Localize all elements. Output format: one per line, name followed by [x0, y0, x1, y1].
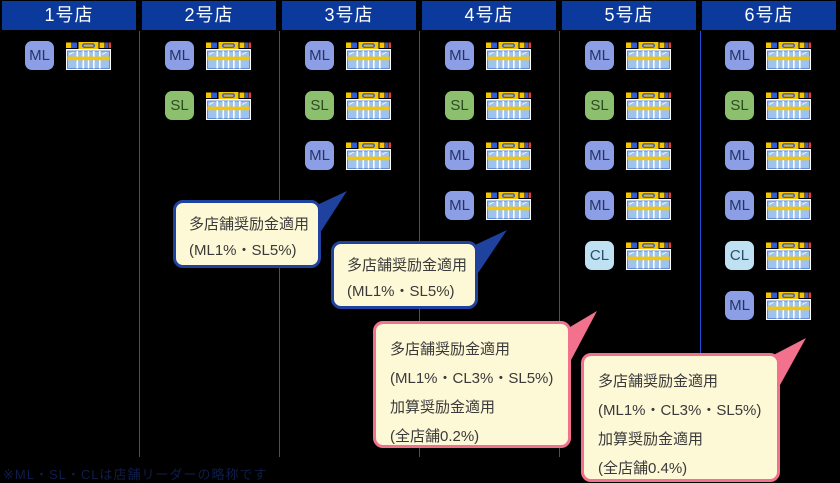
- callout-line: (ML1%・CL3%・SL5%): [390, 370, 554, 387]
- store-row: ML: [560, 191, 700, 220]
- leader-badge-ml: ML: [305, 41, 334, 70]
- store-icon: [626, 191, 671, 220]
- store-icon: [626, 41, 671, 70]
- store-list-3: ML SL: [280, 41, 420, 191]
- store-row: SL: [700, 91, 840, 120]
- leader-badge-ml: ML: [725, 141, 754, 170]
- store-list-6: ML SL: [700, 41, 840, 341]
- store-row: ML: [560, 141, 700, 170]
- store-row: CL: [560, 241, 700, 270]
- store-row: ML: [700, 191, 840, 220]
- store-row: ML: [700, 291, 840, 320]
- store-row: ML: [700, 141, 840, 170]
- callout-line: (ML1%・SL5%): [347, 283, 455, 300]
- leader-badge-ml: ML: [445, 41, 474, 70]
- column-header-store-3: 3号店: [282, 1, 416, 30]
- leader-badge-ml: ML: [445, 141, 474, 170]
- leader-badge-ml: ML: [305, 141, 334, 170]
- store-icon: [486, 141, 531, 170]
- footnote: ※ML・SL・CLは店舗リーダーの略称です: [3, 467, 268, 482]
- store-row: ML: [560, 41, 700, 70]
- callout-line: 多店舗奨励金適用: [347, 257, 468, 274]
- column-separator: [700, 31, 701, 457]
- store-icon: [206, 91, 251, 120]
- store-list-4: ML SL: [420, 41, 560, 241]
- store-row: SL: [280, 91, 420, 120]
- store-row: ML: [700, 41, 840, 70]
- callout-line: 多店舗奨励金適用: [598, 373, 719, 390]
- leader-badge-ml: ML: [725, 41, 754, 70]
- store-row: ML: [280, 141, 420, 170]
- callout-incentive-store-3: 多店舗奨励金適用 (ML1%・SL5%): [173, 200, 321, 268]
- callout-line: (ML1%・CL3%・SL5%): [598, 402, 762, 419]
- store-icon: [66, 41, 111, 70]
- callout-line: 加算奨励金適用: [390, 399, 496, 416]
- leader-badge-sl: SL: [445, 91, 474, 120]
- leader-badge-sl: SL: [305, 91, 334, 120]
- leader-badge-ml: ML: [445, 191, 474, 220]
- leader-badge-cl: CL: [585, 241, 614, 270]
- store-row: CL: [700, 241, 840, 270]
- column-separator: [559, 31, 560, 457]
- store-icon: [346, 41, 391, 70]
- leader-badge-sl: SL: [585, 91, 614, 120]
- leader-badge-ml: ML: [165, 41, 194, 70]
- store-row: ML: [280, 41, 420, 70]
- leader-badge-ml: ML: [585, 41, 614, 70]
- callout-line: 多店舗奨励金適用: [390, 341, 511, 358]
- store-icon: [766, 291, 811, 320]
- store-row: ML: [0, 41, 140, 70]
- store-icon: [766, 41, 811, 70]
- callout-incentive-store-4: 多店舗奨励金適用 (ML1%・SL5%): [331, 241, 478, 309]
- store-icon: [346, 141, 391, 170]
- store-list-2: ML SL: [140, 41, 280, 141]
- store-icon: [486, 41, 531, 70]
- leader-badge-sl: SL: [725, 91, 754, 120]
- store-list-5: ML SL: [560, 41, 700, 291]
- column-header-store-4: 4号店: [422, 1, 556, 30]
- callout-line: 加算奨励金適用: [598, 431, 704, 448]
- store-icon: [766, 241, 811, 270]
- leader-badge-ml: ML: [25, 41, 54, 70]
- callout-incentive-store-6: 多店舗奨励金適用 (ML1%・CL3%・SL5%) 加算奨励金適用 (全店舗0.…: [581, 353, 780, 482]
- callout-line: (ML1%・SL5%): [189, 242, 297, 259]
- callout-incentive-store-5: 多店舗奨励金適用 (ML1%・CL3%・SL5%) 加算奨励金適用 (全店舗0.…: [373, 321, 571, 448]
- callout-line: (全店舗0.4%): [598, 460, 688, 477]
- store-icon: [766, 91, 811, 120]
- store-row: SL: [420, 91, 560, 120]
- store-row: SL: [140, 91, 280, 120]
- store-icon: [626, 91, 671, 120]
- leader-badge-sl: SL: [165, 91, 194, 120]
- leader-badge-ml: ML: [725, 191, 754, 220]
- store-row: ML: [420, 191, 560, 220]
- store-icon: [486, 91, 531, 120]
- store-icon: [626, 241, 671, 270]
- store-list-1: ML: [0, 41, 140, 91]
- column-header-store-5: 5号店: [562, 1, 696, 30]
- store-row: ML: [420, 41, 560, 70]
- column-separator: [139, 31, 140, 457]
- callout-line: (全店舗0.2%): [390, 428, 480, 445]
- store-row: ML: [140, 41, 280, 70]
- leader-badge-ml: ML: [585, 191, 614, 220]
- column-header-store-1: 1号店: [2, 1, 136, 30]
- store-icon: [206, 41, 251, 70]
- store-icon: [486, 191, 531, 220]
- store-row: SL: [560, 91, 700, 120]
- leader-badge-ml: ML: [725, 291, 754, 320]
- store-icon: [346, 91, 391, 120]
- store-icon: [766, 191, 811, 220]
- leader-badge-ml: ML: [585, 141, 614, 170]
- leader-badge-cl: CL: [725, 241, 754, 270]
- store-icon: [626, 141, 671, 170]
- column-header-store-6: 6号店: [702, 1, 836, 30]
- column-header-store-2: 2号店: [142, 1, 276, 30]
- store-icon: [766, 141, 811, 170]
- callout-line: 多店舗奨励金適用: [189, 216, 310, 233]
- store-row: ML: [420, 141, 560, 170]
